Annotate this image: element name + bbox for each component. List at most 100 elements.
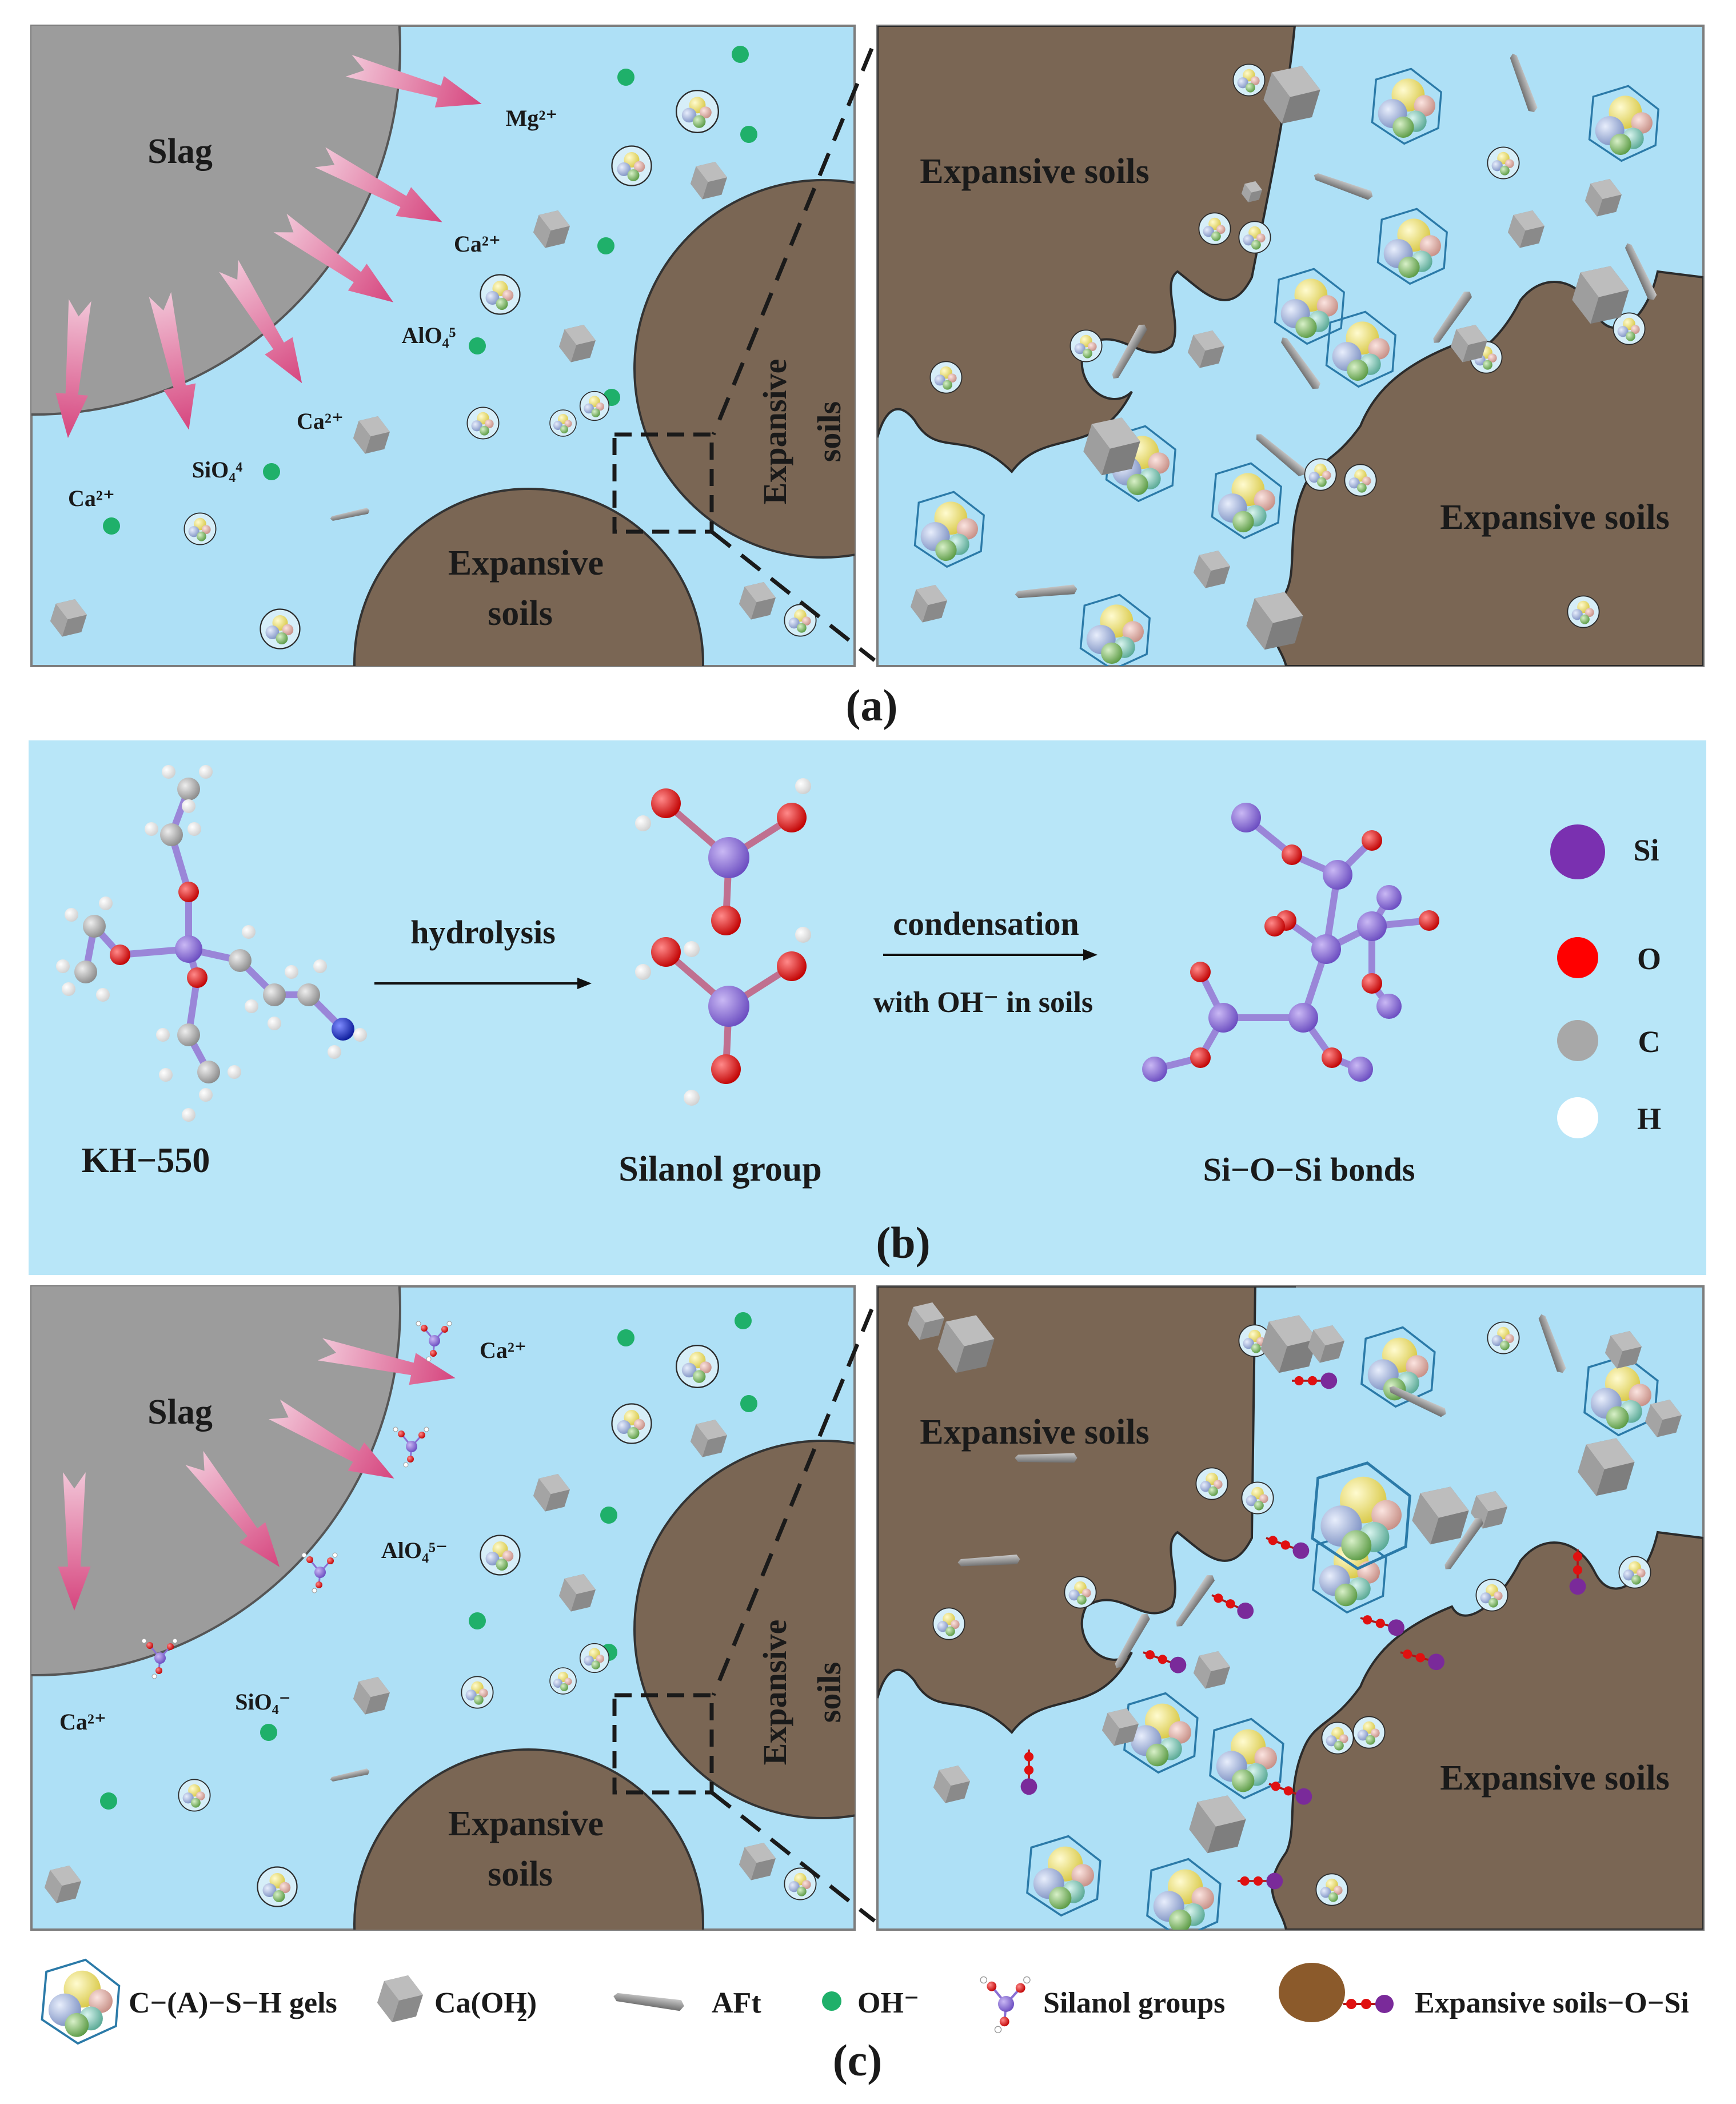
csh-gel [1475, 1579, 1508, 1612]
atom-h [285, 965, 298, 979]
csh-gel [1198, 212, 1231, 245]
ion-label: Ca²⁺ [59, 1709, 106, 1735]
slag-particle [31, 26, 401, 416]
atom-h [182, 1108, 195, 1122]
atom-h [313, 959, 327, 973]
atom-n [332, 1018, 354, 1041]
expansive-soil-particle [353, 1748, 704, 1930]
atom-h [328, 1045, 341, 1059]
atom-h [199, 765, 213, 779]
atom-o [1282, 844, 1302, 865]
condensation-label: condensation [893, 905, 1079, 942]
csh-gel [1352, 1716, 1386, 1749]
expansive-soil-particle [1271, 1531, 1703, 1930]
ion-label: Ca²⁺ [480, 1337, 526, 1363]
atom-o [1190, 962, 1211, 982]
atom-o [1322, 1047, 1342, 1068]
atom-si [1323, 860, 1352, 890]
silanol-label: Silanol group [618, 1150, 822, 1189]
atom-h [242, 925, 256, 939]
ion-label: SiO₄⁻ [235, 1689, 291, 1715]
atom-c [229, 949, 252, 972]
csh-gel [1321, 1722, 1354, 1755]
csh-gel [549, 409, 577, 437]
csh-gel [1064, 1576, 1097, 1609]
soil-label: soils [488, 1855, 553, 1894]
atom-h [353, 1028, 367, 1042]
atom-h [795, 778, 811, 794]
soil-label: Expansive [448, 1804, 604, 1843]
atom-h [684, 941, 700, 957]
atom-c [74, 961, 97, 983]
legend-caoh2-subscript: 2 [517, 2005, 527, 2026]
atom-h [245, 999, 258, 1013]
zoom-line [710, 530, 876, 662]
csh-gel [1487, 1321, 1520, 1354]
soil-label: Expansive soils [1440, 1759, 1669, 1798]
atom-c [263, 983, 286, 1006]
condensation-sub-label: with OH⁻ in soils [873, 986, 1093, 1019]
csh-gel [611, 145, 652, 186]
csh-gel [1487, 146, 1520, 180]
expansive-soil-particle [633, 1440, 855, 1819]
aft-rod [1015, 1453, 1077, 1463]
ion-label: AlO₄⁵⁻ [381, 1537, 448, 1563]
oh-ion [263, 463, 280, 480]
atom-o [777, 951, 807, 981]
csh-gel [579, 390, 610, 421]
atom-o [777, 803, 807, 832]
csh-gel [1195, 1467, 1228, 1500]
atom-si [175, 935, 202, 963]
atom-o [651, 937, 681, 967]
csh-gel [1315, 1873, 1348, 1906]
zoom-line [711, 1308, 874, 1696]
legend-c-atom [1557, 1020, 1598, 1061]
atom-o [711, 906, 741, 935]
arrow-head [1083, 949, 1098, 961]
csh-gel [929, 361, 963, 394]
oh-ion [597, 237, 614, 254]
csh-gel [675, 1344, 720, 1389]
atom-h [156, 1028, 170, 1042]
atom-h [159, 1068, 173, 1082]
kh550-molecule [56, 765, 367, 1122]
atom-o [187, 967, 207, 988]
csh-gel [1238, 221, 1271, 254]
atom-si [708, 837, 749, 878]
oh-ion [617, 69, 634, 86]
atom-c [177, 1023, 200, 1046]
atom-si [1288, 1003, 1318, 1033]
oh-ion [740, 1395, 757, 1412]
atom-h [684, 1090, 700, 1106]
ion-label: Ca²⁺ [454, 231, 501, 257]
legend-h-label: H [1637, 1102, 1661, 1136]
panel-label: (c) [833, 2035, 883, 2085]
legend-o-atom [1557, 937, 1598, 978]
atom-si [1348, 1057, 1373, 1082]
atom-h [187, 822, 201, 836]
silanol-molecule [635, 778, 811, 957]
oh-ion [600, 1507, 617, 1524]
atom-si [1376, 994, 1402, 1019]
atom-c [160, 823, 183, 846]
slag-label: Slag [147, 132, 213, 171]
legend-caoh2-label: Ca(OH) [434, 1987, 537, 2019]
ion-label: AlO₄⁵ [401, 322, 456, 348]
oh-ion [103, 517, 120, 535]
legend-oh-label: OH⁻ [857, 1987, 919, 2019]
oh-ion [260, 1724, 277, 1741]
oh-ion [100, 1792, 117, 1810]
soil-label: Expansive [448, 544, 604, 583]
soil-label: soils [811, 1662, 848, 1723]
atom-h [99, 896, 113, 910]
csh-gel [260, 608, 301, 649]
hydrolysis-label: hydrolysis [410, 914, 556, 951]
panel-b-background [29, 740, 1706, 1275]
atom-si [1208, 1003, 1238, 1033]
oh-ion [735, 1312, 752, 1329]
